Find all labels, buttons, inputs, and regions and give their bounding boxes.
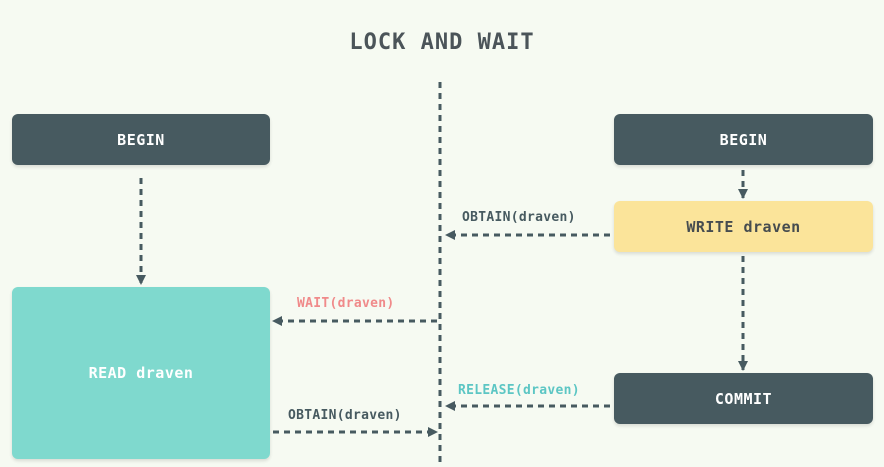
- left-read-box: READ draven: [12, 287, 270, 459]
- right-commit-box: COMMIT: [614, 373, 873, 424]
- label-obtain-left: OBTAIN(draven): [288, 408, 402, 423]
- label-obtain-right: OBTAIN(draven): [462, 210, 576, 225]
- diagram-title: LOCK AND WAIT: [349, 30, 535, 55]
- left-begin-box: BEGIN: [12, 114, 270, 165]
- right-write-box: WRITE draven: [614, 201, 873, 252]
- label-wait: WAIT(draven): [297, 296, 395, 311]
- label-release: RELEASE(draven): [458, 383, 580, 398]
- right-begin-box: BEGIN: [614, 114, 873, 165]
